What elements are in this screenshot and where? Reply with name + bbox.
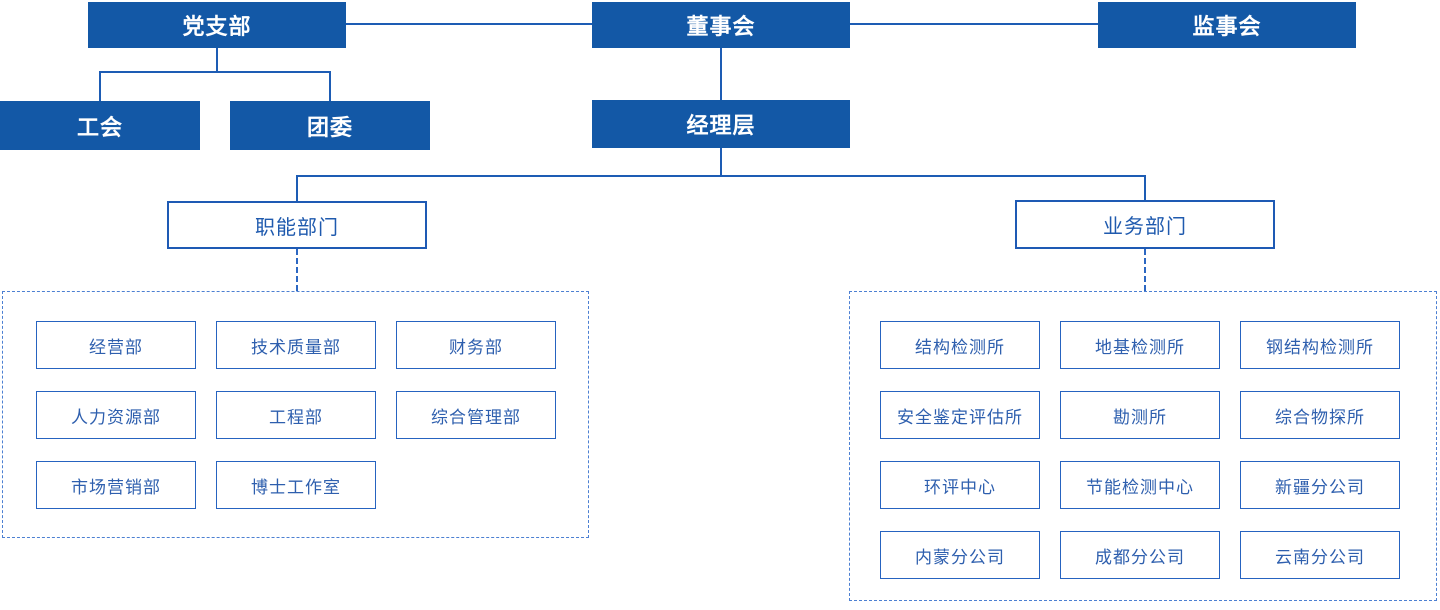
connector-line bbox=[216, 48, 218, 73]
party-branch-node: 党支部 bbox=[88, 2, 346, 48]
functional-departments-header-node: 职能部门 bbox=[167, 201, 427, 249]
connector-line bbox=[296, 175, 298, 201]
dashed-connector-line bbox=[1144, 249, 1146, 291]
business-dept-node: 节能检测中心 bbox=[1060, 461, 1220, 509]
board-of-supervisors-node: 监事会 bbox=[1098, 2, 1356, 48]
connector-line bbox=[720, 48, 722, 100]
connector-line bbox=[720, 148, 722, 177]
functional-dept-node: 工程部 bbox=[216, 391, 376, 439]
functional-dept-node: 市场营销部 bbox=[36, 461, 196, 509]
dashed-connector-line bbox=[296, 249, 298, 291]
connector-line bbox=[346, 23, 592, 25]
management-level-node: 经理层 bbox=[592, 100, 850, 148]
functional-dept-node: 技术质量部 bbox=[216, 321, 376, 369]
connector-line bbox=[99, 71, 101, 101]
business-dept-node: 安全鉴定评估所 bbox=[880, 391, 1040, 439]
functional-dept-node: 人力资源部 bbox=[36, 391, 196, 439]
business-dept-node: 新疆分公司 bbox=[1240, 461, 1400, 509]
connector-line bbox=[296, 175, 1146, 177]
board-of-directors-node: 董事会 bbox=[592, 2, 850, 48]
business-dept-node: 勘测所 bbox=[1060, 391, 1220, 439]
business-dept-node: 地基检测所 bbox=[1060, 321, 1220, 369]
functional-dept-node: 财务部 bbox=[396, 321, 556, 369]
business-dept-node: 综合物探所 bbox=[1240, 391, 1400, 439]
business-departments-header-node: 业务部门 bbox=[1015, 200, 1275, 249]
functional-dept-node: 综合管理部 bbox=[396, 391, 556, 439]
business-dept-node: 内蒙分公司 bbox=[880, 531, 1040, 579]
business-dept-node: 云南分公司 bbox=[1240, 531, 1400, 579]
business-group-container bbox=[849, 291, 1437, 601]
business-dept-node: 钢结构检测所 bbox=[1240, 321, 1400, 369]
connector-line bbox=[850, 23, 1098, 25]
labor-union-node: 工会 bbox=[0, 101, 200, 150]
connector-line bbox=[329, 71, 331, 101]
business-dept-node: 环评中心 bbox=[880, 461, 1040, 509]
connector-line bbox=[1144, 175, 1146, 201]
connector-line bbox=[99, 71, 331, 73]
functional-dept-node: 博士工作室 bbox=[216, 461, 376, 509]
business-dept-node: 结构检测所 bbox=[880, 321, 1040, 369]
youth-league-node: 团委 bbox=[230, 101, 430, 150]
functional-group-container bbox=[2, 291, 589, 538]
business-dept-node: 成都分公司 bbox=[1060, 531, 1220, 579]
functional-dept-node: 经营部 bbox=[36, 321, 196, 369]
